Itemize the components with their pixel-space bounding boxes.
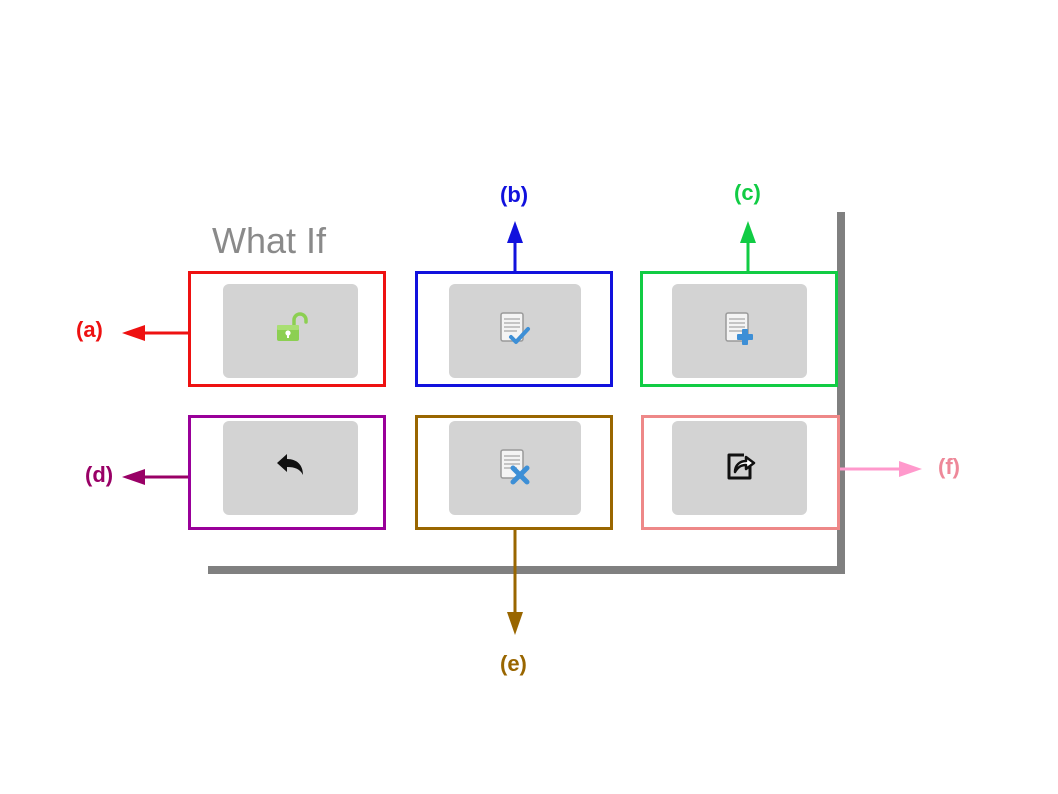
callout-label-d: (d) (85, 462, 114, 487)
callout-label-f: (f) (938, 454, 960, 479)
callout-label-c: (c) (734, 180, 761, 205)
document-delete-icon (493, 444, 537, 493)
callout-label-e: (e) (500, 651, 527, 676)
document-check-icon (493, 307, 537, 356)
panel-border-bottom (208, 566, 845, 574)
export-button[interactable] (672, 421, 807, 515)
panel-title: What If (212, 220, 327, 261)
document-add-icon (718, 307, 762, 356)
arrow-f (840, 461, 922, 477)
arrow-a (122, 325, 188, 341)
delete-scenario-button[interactable] (449, 421, 581, 515)
undo-arrow-icon (271, 446, 311, 491)
add-scenario-button[interactable] (672, 284, 807, 378)
undo-button[interactable] (223, 421, 358, 515)
share-export-icon (720, 446, 760, 491)
unlock-button[interactable] (223, 284, 358, 378)
panel-border-right (837, 212, 845, 574)
unlock-icon (271, 309, 311, 354)
callout-label-a: (a) (76, 317, 103, 342)
validate-scenario-button[interactable] (449, 284, 581, 378)
arrow-b (507, 221, 523, 271)
arrow-e (507, 530, 523, 635)
arrow-d (122, 469, 188, 485)
arrow-c (740, 221, 756, 271)
callout-label-b: (b) (500, 182, 529, 207)
